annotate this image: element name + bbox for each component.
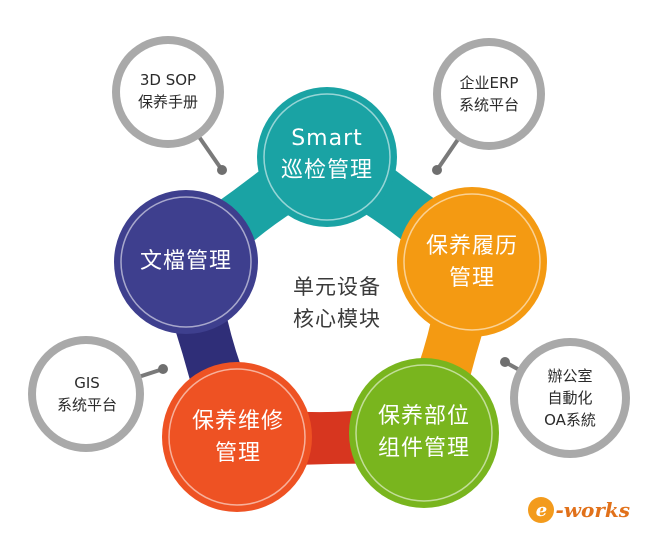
external-sop-manual-line-2: 保养手册: [137, 93, 199, 111]
external-gis-platform: GIS 系统平台: [57, 372, 117, 416]
module-circle-document-management: [114, 190, 258, 334]
module-maintenance-repair: 保养维修 管理: [192, 406, 284, 470]
connector-dot-gis-platform: [158, 364, 168, 374]
center-label-line-1: 单元设备: [293, 275, 381, 299]
eworks-logo-icon: e: [528, 497, 555, 523]
connector-dot-erp-platform: [432, 165, 442, 175]
module-smart-inspection-line-1: Smart: [291, 126, 363, 151]
eworks-watermark: e -works: [528, 497, 630, 523]
external-erp-platform: 企业ERP 系统平台: [459, 72, 519, 116]
center-label-line-2: 核心模块: [293, 307, 381, 331]
external-oa-system-line-3: OA系統: [544, 411, 596, 429]
module-circle-maintenance-history: [397, 187, 547, 337]
center-core-label: 单元设备 核心模块: [293, 271, 381, 335]
module-document-management: 文檔管理: [140, 246, 232, 278]
module-maintenance-repair-line-1: 保养维修: [191, 409, 285, 434]
connector-dot-oa-system: [500, 357, 510, 367]
module-component-management-line-2: 组件管理: [377, 436, 471, 461]
external-oa-system-line-2: 自動化: [547, 389, 593, 407]
external-circle-oa-system: [510, 338, 630, 458]
module-component-management-line-1: 保养部位: [377, 404, 471, 429]
external-gis-platform-line-1: GIS: [74, 374, 100, 392]
external-oa-system-line-1: 辦公室: [547, 367, 593, 385]
module-smart-inspection-line-2: 巡检管理: [280, 158, 374, 183]
external-erp-platform-line-1: 企业ERP: [459, 74, 519, 92]
external-circle-erp-platform: [433, 38, 545, 150]
external-circle-gis-platform: [28, 336, 144, 452]
connector-dot-sop-manual: [217, 165, 227, 175]
module-maintenance-history: 保养履历 管理: [426, 231, 518, 295]
module-document-management-line-1: 文檔管理: [139, 249, 233, 274]
external-erp-platform-line-2: 系统平台: [458, 96, 520, 114]
module-circle-component-management: [349, 358, 499, 508]
module-maintenance-repair-line-2: 管理: [214, 441, 262, 466]
watermark-text: -works: [555, 498, 630, 522]
external-sop-manual-line-1: 3D SOP: [139, 71, 197, 89]
external-sop-manual: 3D SOP 保养手册: [138, 69, 198, 113]
module-circle-maintenance-repair: [162, 362, 312, 512]
external-gis-platform-line-2: 系统平台: [56, 396, 118, 414]
external-circle-sop-manual: [112, 36, 224, 148]
module-maintenance-history-line-1: 保养履历: [425, 234, 519, 259]
module-maintenance-history-line-2: 管理: [448, 266, 496, 291]
module-component-management: 保养部位 组件管理: [378, 401, 470, 465]
external-oa-system: 辦公室 自動化 OA系統: [544, 365, 596, 431]
module-smart-inspection: Smart 巡检管理: [281, 123, 373, 187]
module-circle-smart-inspection: [257, 87, 397, 227]
